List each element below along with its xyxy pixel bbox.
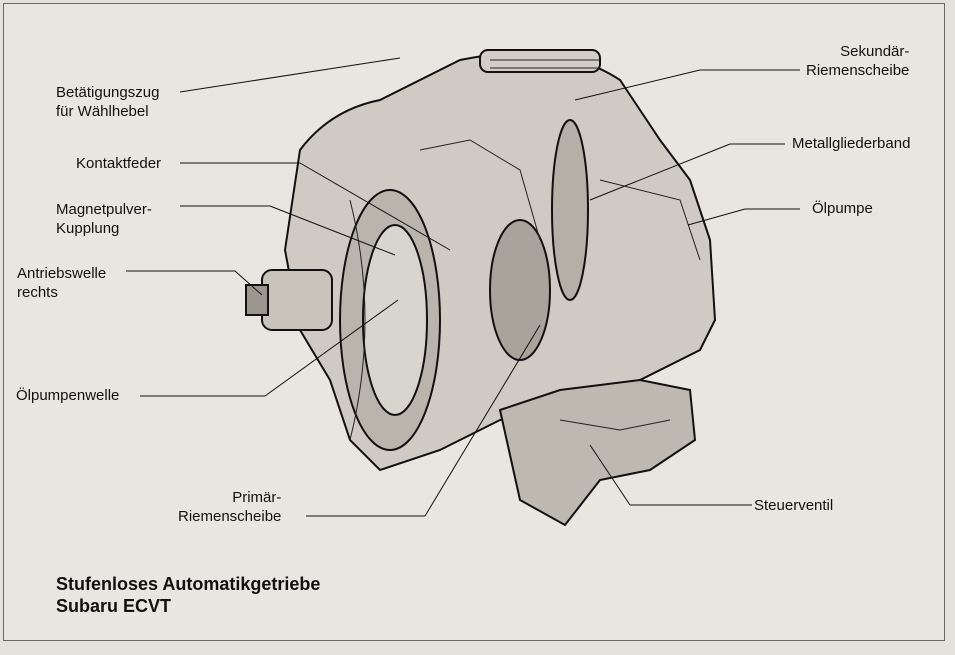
label-magnetpulver-kupplung: Magnetpulver- Kupplung xyxy=(56,201,152,237)
label-antriebswelle: Antriebswelle rechts xyxy=(17,265,107,301)
label-steuerventil: Steuerventil xyxy=(754,497,834,514)
leader-lines xyxy=(126,57,800,517)
label-betaetigungszug: Betätigungszug für Wählhebel xyxy=(56,84,160,120)
label-oelpumpe: Ölpumpe xyxy=(812,200,873,217)
detail-lines xyxy=(349,59,701,441)
label-primaer-riemenscheibe: Primär- Riemenscheibe xyxy=(178,489,282,525)
label-oelpumpenwelle: Ölpumpenwelle xyxy=(16,387,120,404)
label-metallgliederband: Metallgliederband xyxy=(792,135,911,152)
figure-caption: Stufenloses Automatikgetriebe Subaru ECV… xyxy=(56,574,321,616)
label-kontaktfeder: Kontaktfeder xyxy=(76,155,162,172)
transmission-body xyxy=(245,49,717,527)
label-sekundaer-riemenscheibe: Sekundär- Riemenscheibe xyxy=(806,43,910,79)
